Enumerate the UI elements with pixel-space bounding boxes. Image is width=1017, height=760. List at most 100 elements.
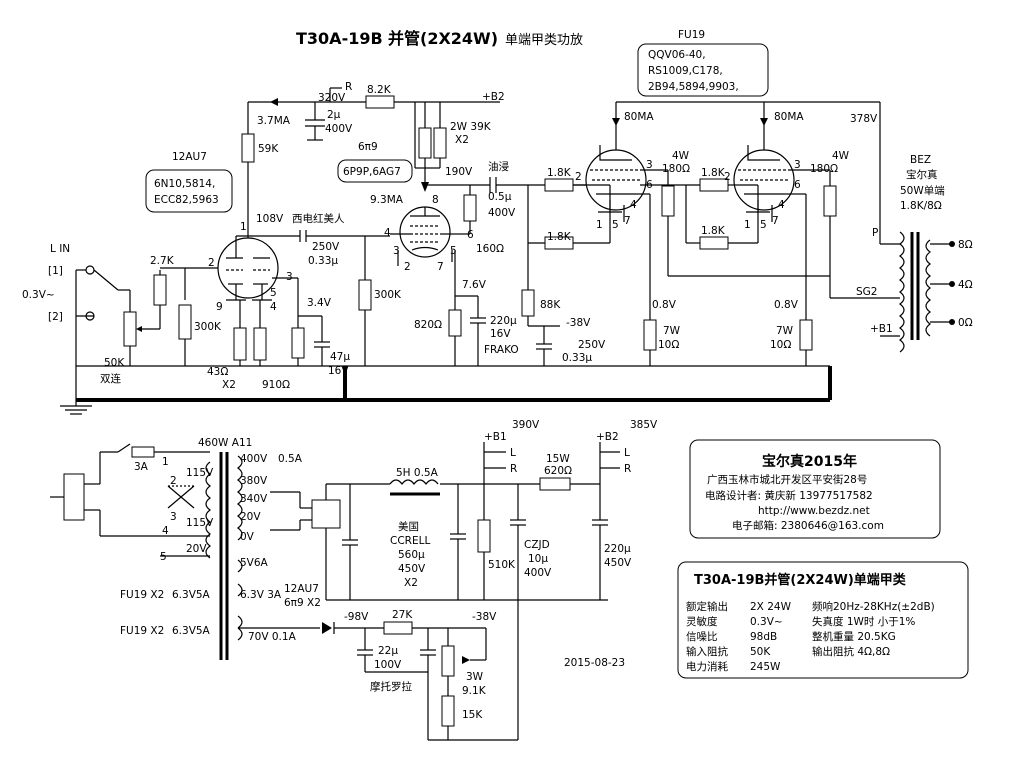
label-250v: 250V xyxy=(312,241,340,253)
label-x2b: X2 xyxy=(222,379,236,391)
label-n5: 5 xyxy=(160,551,167,563)
label-out-8ohm: 8Ω xyxy=(958,239,973,251)
6p9-equiv-box xyxy=(337,159,413,183)
label-neg38v: -38V xyxy=(566,317,591,329)
b-plus-rail xyxy=(241,87,500,236)
label-v1-pin2: 2 xyxy=(208,257,215,269)
label-15k: 15K xyxy=(462,709,483,721)
label-choke: 5H 0.5A xyxy=(396,467,439,479)
label-6-3v5a-b: 6.3V5A xyxy=(172,625,211,637)
label-180-a: 180Ω xyxy=(662,163,690,175)
label-psu-neg38v: -38V xyxy=(472,611,497,623)
label-cap-usa: 美国 xyxy=(398,520,419,533)
label-12au7: 12AU7 xyxy=(172,151,207,163)
label-bez-50w: 50W单端 xyxy=(900,184,945,197)
spec-cell-r3-c1: 50K xyxy=(750,646,771,658)
label-primary-p: P xyxy=(872,227,878,239)
label-6-3v3a: 6.3V 3A xyxy=(240,589,282,601)
label-250v-b: 250V xyxy=(578,339,606,351)
label-9-1k: 9.1K xyxy=(462,685,487,697)
label-out-4ohm: 4Ω xyxy=(958,279,973,291)
label-3-4v: 3.4V xyxy=(307,297,332,309)
label-fu19: FU19 xyxy=(678,29,705,41)
label-20v-pri: 20V xyxy=(186,543,207,555)
label-1-8k-a: 1.8K xyxy=(547,167,572,179)
info-designer: 电路设计者: 黄庆新 13977517582 xyxy=(705,489,873,502)
label-fu19a-pin1: 1 xyxy=(596,219,603,231)
label-8-2k: 8.2K xyxy=(367,84,392,96)
label-bez: BEZ xyxy=(910,154,931,166)
label-v1-pin5: 5 xyxy=(270,287,277,299)
label-220u-16v: 16V xyxy=(490,328,511,340)
label-in-2: [2] xyxy=(48,311,63,323)
label-psu-6p9x2: 6π9 X2 xyxy=(284,597,321,609)
label-frako: FRAKO xyxy=(484,344,519,356)
info-web: http://www.bezdz.net xyxy=(758,505,870,517)
label-psu-b2: +B2 xyxy=(596,431,619,443)
spec-cell-r4-c0: 电力消耗 xyxy=(686,660,728,673)
ground-symbol xyxy=(60,366,832,415)
label-bez-brand: 宝尔真 xyxy=(906,168,938,181)
label-pin4: 4 xyxy=(384,227,391,239)
label-15w: 15W xyxy=(546,453,570,465)
spec-cell-r2-c1: 98dB xyxy=(750,631,777,643)
title-config: 并管(2X24W) xyxy=(388,29,498,48)
spec-cell-r1-c0: 灵敏度 xyxy=(686,615,718,628)
title-subtitle: 单端甲类功放 xyxy=(505,33,583,48)
label-180-b: 180Ω xyxy=(810,163,838,175)
label-10u-400v: 400V xyxy=(524,567,552,579)
tube-12au7 xyxy=(217,235,300,299)
label-tap-340v: 340V xyxy=(240,493,268,505)
label-2u: 2μ xyxy=(327,109,341,121)
title-model: T30A-19B xyxy=(296,29,383,48)
label-input-level: 0.3V~ xyxy=(22,289,55,301)
label-fu19x2-a: FU19 X2 xyxy=(120,589,164,601)
fu19-equiv-3: 2B94,5894,9903, xyxy=(648,81,739,93)
designer-info-box xyxy=(689,439,941,539)
label-160ohm: 160Ω xyxy=(476,243,504,255)
label-05u-400v: 400V xyxy=(488,207,516,219)
label-320v: 320V xyxy=(318,92,346,104)
spec-cell-r1-c2: 失真度 1W时 小于1% xyxy=(812,615,915,628)
label-7w-a: 7W xyxy=(663,325,681,337)
spec-cell-r0-c0: 额定输出 xyxy=(686,600,728,613)
label-fu19b-pin3: 3 xyxy=(794,159,801,171)
coupling-cap-033u xyxy=(299,230,390,366)
label-v1-pin4: 4 xyxy=(270,301,277,313)
label-v1-pin3: 3 xyxy=(286,271,293,283)
6p9-equiv: 6P9P,6AG7 xyxy=(343,166,401,178)
spec-title: T30A-19B并管(2X24W)单端甲类 xyxy=(694,572,907,588)
spec-cell-r1-c1: 0.3V~ xyxy=(750,616,783,628)
label-3w: 3W xyxy=(466,671,484,683)
label-b1-r: R xyxy=(510,463,517,475)
label-560u-450v: 450V xyxy=(398,563,426,575)
label-pin7: 7 xyxy=(437,261,444,273)
label-390v: 390V xyxy=(512,419,540,431)
label-05u: 0.5μ xyxy=(488,191,512,203)
label-910ohm: 910Ω xyxy=(262,379,290,391)
label-n4: 4 xyxy=(162,525,169,537)
label-80ma-b: 80MA xyxy=(774,111,804,123)
tube-fu19-b xyxy=(733,126,798,222)
label-fu19x2-b: FU19 X2 xyxy=(120,625,164,637)
label-70v-01a: 70V 0.1A xyxy=(248,631,297,643)
info-email: 电子邮箱: 2380646@163.com xyxy=(732,519,884,532)
label-59k: 59K xyxy=(258,143,279,155)
label-fu19b-pin2: 2 xyxy=(724,171,731,183)
label-108v: 108V xyxy=(256,213,284,225)
label-fu19b-pin4: 4 xyxy=(778,199,785,211)
label-115v-a: 115V xyxy=(186,467,214,479)
info-address: 广西玉林市城北开发区平安街28号 xyxy=(707,473,867,486)
label-fu19b-pin6: 6 xyxy=(794,179,801,191)
label-fu19a-pin6: 6 xyxy=(646,179,653,191)
label-n1: 1 xyxy=(162,456,169,468)
label-1-8k-c: 1.8K xyxy=(701,167,726,179)
label-psu-12au7: 12AU7 xyxy=(284,583,319,595)
label-cap-brand: 西电红美人 xyxy=(292,212,345,225)
label-400v: 400V xyxy=(325,123,353,135)
info-brand: 宝尔真2015年 xyxy=(762,453,857,470)
label-pot-dual: 双连 xyxy=(100,372,121,385)
label-2-7k: 2.7K xyxy=(150,255,175,267)
label-tap-400v: 400V xyxy=(240,453,268,465)
label-115v-b: 115V xyxy=(186,517,214,529)
